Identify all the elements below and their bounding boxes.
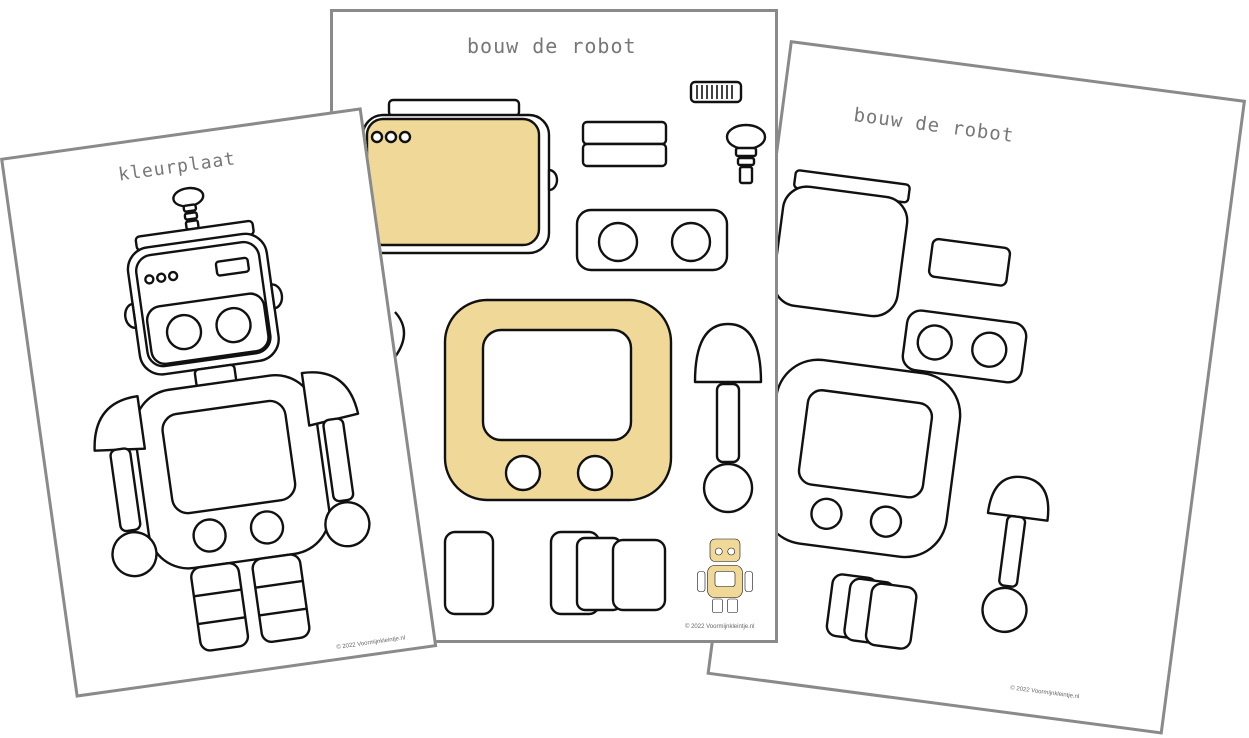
robot-parts-cutout xyxy=(761,169,1050,650)
robot-parts-cutout xyxy=(361,80,767,616)
robot-coloring-drawing xyxy=(93,186,371,652)
grille-lines xyxy=(696,85,733,99)
sheet-right: bouw de robot © 2022 Voormijnkleintje.nl xyxy=(706,40,1247,735)
sheet-middle-title: bouw de robot xyxy=(467,34,637,58)
sheet-middle-credit: © 2022 Voormijnkleintje.nl xyxy=(685,624,755,630)
sheet-left: kleurplaat xyxy=(0,107,438,698)
mascot-robot-icon xyxy=(697,538,753,614)
sheet-middle: bouw de robot xyxy=(330,9,778,643)
